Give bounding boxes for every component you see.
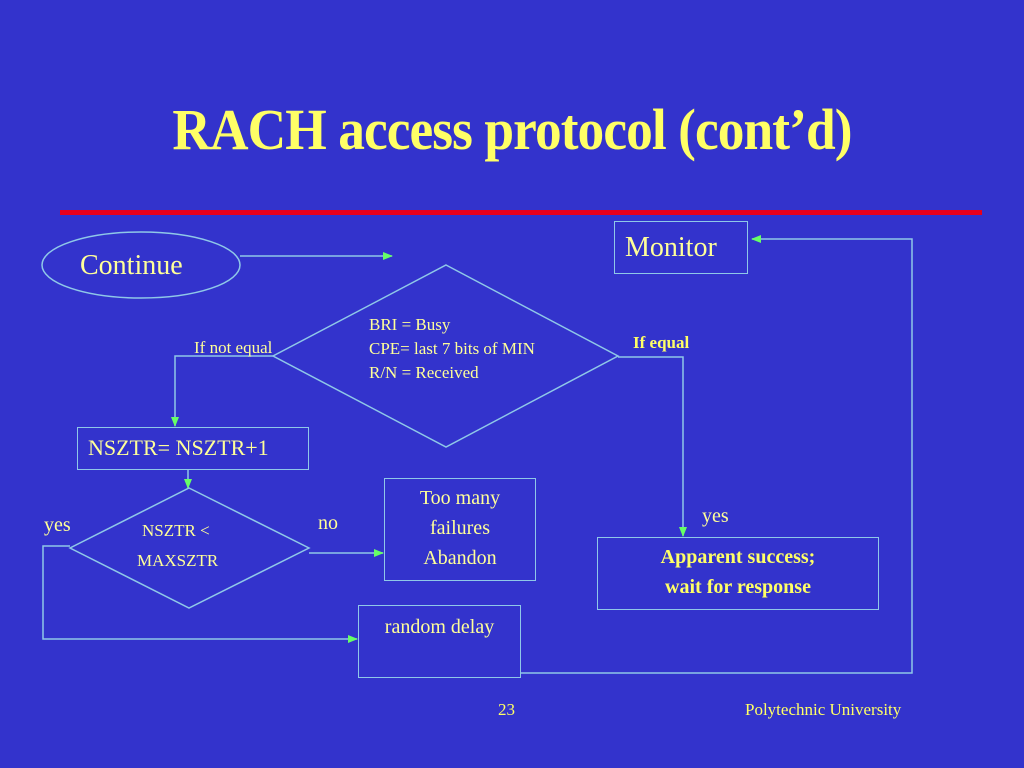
not-equal-connector xyxy=(171,355,273,427)
retry-decision-line-2: MAXSZTR xyxy=(137,551,219,570)
title-divider xyxy=(60,210,982,215)
retry-decision-diamond xyxy=(68,487,311,609)
success-node xyxy=(597,537,879,610)
monitor-node xyxy=(614,221,748,274)
monitor-label: Monitor xyxy=(625,232,717,263)
random-delay-label: random delay xyxy=(384,616,495,638)
retry-decision-line-1: NSZTR < xyxy=(142,521,210,540)
page-number: 23 xyxy=(498,700,515,719)
abandon-node xyxy=(384,478,536,581)
decision-main-line-1: BRI = Busy xyxy=(369,315,451,334)
increment-node xyxy=(77,427,309,470)
decision-main-line-3: R/N = Received xyxy=(369,363,479,382)
no-label: no xyxy=(318,512,338,534)
slide-title: RACH access protocol (cont’d) xyxy=(172,97,852,162)
footer-institution: Polytechnic University xyxy=(745,700,902,719)
if-equal-label: If equal xyxy=(633,333,690,352)
random-delay-node xyxy=(358,605,521,678)
equal-connector xyxy=(618,356,687,537)
decision-main-line-2: CPE= last 7 bits of MIN xyxy=(369,339,535,358)
abandon-line-3: Abandon xyxy=(423,547,497,569)
yes-right-label: yes xyxy=(702,505,729,527)
yes-left-label: yes xyxy=(44,514,71,536)
success-line-2: wait for response xyxy=(665,576,811,598)
abandon-line-2: failures xyxy=(430,517,490,539)
continue-ellipse xyxy=(41,231,241,299)
if-not-equal-label: If not equal xyxy=(194,338,273,357)
increment-label: NSZTR= NSZTR+1 xyxy=(88,435,269,460)
abandon-line-1: Too many xyxy=(419,487,501,509)
main-decision-diamond xyxy=(271,264,620,448)
success-line-1: Apparent success; xyxy=(660,546,816,568)
loop-connector xyxy=(520,235,913,674)
yes-connector xyxy=(42,545,358,643)
continue-node: Continue xyxy=(80,250,183,281)
